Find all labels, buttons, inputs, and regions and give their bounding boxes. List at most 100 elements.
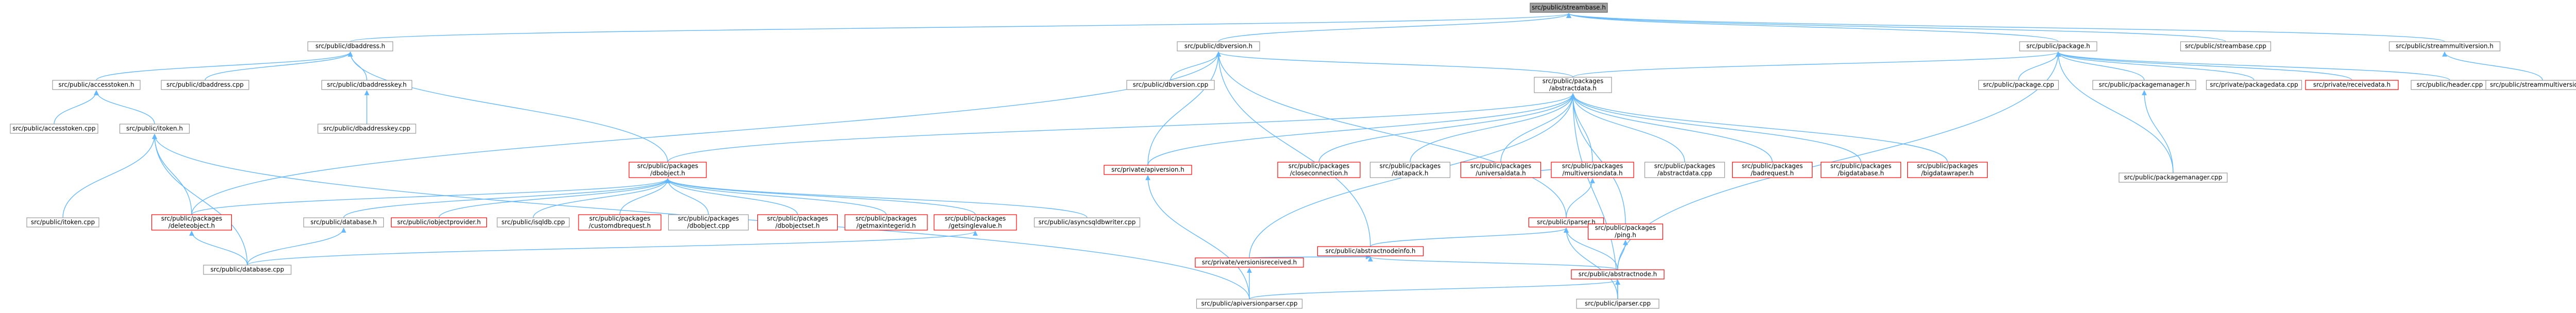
- node-accesstoken-h[interactable]: src/public/accesstoken.h: [52, 80, 141, 90]
- node-packagemanager-cpp[interactable]: src/public/packagemanager.cpp: [2119, 172, 2228, 183]
- edge-dbversion-cpp-to-dbversion-h: [1170, 51, 1221, 81]
- node-label: src/public/packages: [1470, 163, 1532, 170]
- node-label: /universaldata.h: [1476, 170, 1526, 177]
- edge-iparser-h-to-dbversion-h: [1216, 51, 1567, 218]
- edge-iobjectprovider-h-to-dbobject-h: [438, 178, 670, 218]
- edge-accesstoken-cpp-to-accesstoken-h: [54, 90, 99, 125]
- node-badrequest-h[interactable]: src/public/packages/badrequest.h: [1732, 162, 1813, 178]
- node-box: [1534, 77, 1612, 93]
- node-label: src/private/versionisreceived.h: [1202, 259, 1297, 266]
- node-itoken-h[interactable]: src/public/itoken.h: [119, 124, 190, 134]
- node-closeconnection-h[interactable]: src/public/packages/closeconnection.h: [1277, 162, 1361, 178]
- edge-abstractdata-h-to-package-h: [1572, 51, 2061, 78]
- edge-bigdatawraper-h-to-abstractdata-h: [1570, 93, 1948, 163]
- node-box: [1195, 257, 1304, 268]
- node-label: src/public/package.h: [2026, 43, 2090, 50]
- edge-dbobject-cpp-to-dbobject-h: [665, 178, 709, 215]
- node-itoken-cpp[interactable]: src/public/itoken.cpp: [26, 217, 99, 228]
- node-box: [757, 214, 838, 231]
- node-dbversion-cpp[interactable]: src/public/dbversion.cpp: [1126, 80, 1215, 90]
- node-apiversionparser-cpp[interactable]: src/public/apiversionparser.cpp: [1196, 299, 1303, 309]
- node-dbversion-h[interactable]: src/public/dbversion.h: [1177, 41, 1260, 51]
- node-abstractnodeinfo-h[interactable]: src/public/abstractnodeinfo.h: [1317, 246, 1424, 256]
- node-dbobject-h[interactable]: src/public/packages/dbobject.h: [629, 162, 707, 178]
- node-multiversiondata-h[interactable]: src/public/packages/multiversiondata.h: [1551, 162, 1634, 178]
- node-label: src/public/packagemanager.h: [2099, 81, 2190, 89]
- node-abstractdata-cpp[interactable]: src/public/packages/abstractdata.cpp: [1644, 162, 1725, 178]
- node-iparser-cpp[interactable]: src/public/iparser.cpp: [1576, 299, 1659, 309]
- node-database-cpp[interactable]: src/public/database.cpp: [203, 265, 292, 275]
- node-label: src/private/apiversion.h: [1111, 166, 1184, 173]
- node-label: src/public/packages: [1654, 163, 1716, 170]
- node-universaldata-h[interactable]: src/public/packages/universaldata.h: [1460, 162, 1541, 178]
- node-abstractdata-h[interactable]: src/public/packages/abstractdata.h: [1534, 77, 1612, 93]
- node-receivedata-h[interactable]: src/private/receivedata.h: [2305, 80, 2399, 90]
- node-dbobject-cpp[interactable]: src/public/packages/dbobject.cpp: [668, 214, 749, 231]
- node-database-h[interactable]: src/public/database.h: [303, 217, 384, 228]
- node-abstractnode-h[interactable]: src/public/abstractnode.h: [1571, 269, 1665, 280]
- node-ping-h[interactable]: src/public/packages/ping.h: [1587, 223, 1664, 240]
- node-label: src/public/accesstoken.cpp: [12, 125, 95, 132]
- node-box: [2019, 41, 2097, 51]
- node-dbaddress-cpp[interactable]: src/public/dbaddress.cpp: [161, 80, 249, 90]
- node-asyncsqldbwriter-cpp[interactable]: src/public/asyncsqldbwriter.cpp: [1033, 217, 1141, 228]
- node-label: src/public/iparser.cpp: [1585, 300, 1651, 307]
- node-label: /getsinglevalue.h: [948, 222, 1002, 230]
- edge-universaldata-h-to-abstractdata-h: [1500, 93, 1575, 163]
- node-box: [119, 124, 190, 134]
- node-dbobjectset-h[interactable]: src/public/packages/dbobjectset.h: [757, 214, 838, 231]
- node-streambase-cpp[interactable]: src/public/streambase.cpp: [2180, 41, 2272, 51]
- node-iparser-h[interactable]: src/public/iparser.h: [1528, 217, 1604, 228]
- node-iobjectprovider-h[interactable]: src/public/iobjectprovider.h: [391, 217, 487, 228]
- node-dbaddresskey-h[interactable]: src/public/dbaddresskey.h: [321, 80, 413, 90]
- node-label: /dbobject.cpp: [687, 222, 730, 230]
- node-packagemanager-h[interactable]: src/public/packagemanager.h: [2092, 80, 2196, 90]
- node-isqldb-cpp[interactable]: src/public/isqldb.cpp: [497, 217, 570, 228]
- node-box: [2388, 41, 2501, 51]
- node-versionisreceived-h[interactable]: src/private/versionisreceived.h: [1195, 257, 1304, 268]
- node-label: src/public/packages: [637, 163, 699, 170]
- node-label: src/public/header.cpp: [2417, 81, 2483, 89]
- node-datapack-h[interactable]: src/public/packages/datapack.h: [1369, 162, 1451, 178]
- node-box: [844, 214, 928, 231]
- edge-abstractnodeinfo-h-to-iparser-h: [1370, 228, 1569, 247]
- edge-abstractnode-h-to-ping-h: [1617, 240, 1628, 270]
- node-deleteobject-h[interactable]: src/public/packages/deleteobject.h: [151, 214, 232, 231]
- node-label: src/public/packages: [1742, 163, 1803, 170]
- node-accesstoken-cpp[interactable]: src/public/accesstoken.cpp: [10, 124, 98, 134]
- node-getsinglevalue-h[interactable]: src/public/packages/getsinglevalue.h: [934, 214, 1017, 231]
- node-bigdatabase-h[interactable]: src/public/packages/bigdatabase.h: [1820, 162, 1902, 178]
- edge-deleteobject-h-to-dbobject-h: [191, 178, 670, 215]
- node-apiversion-h[interactable]: src/private/apiversion.h: [1104, 165, 1192, 175]
- node-dbaddress-h[interactable]: src/public/dbaddress.h: [307, 41, 394, 51]
- edge-customdbrequest-h-to-dbobject-h: [619, 178, 670, 215]
- node-label: src/public/abstractnode.h: [1579, 271, 1657, 278]
- node-package-h[interactable]: src/public/package.h: [2019, 41, 2097, 51]
- node-streammultiversion-cpp[interactable]: src/public/streammultiversion.cpp: [2485, 80, 2576, 90]
- node-box: [1576, 299, 1659, 309]
- node-label: /dbobjectset.h: [775, 222, 820, 230]
- node-package-cpp[interactable]: src/public/package.cpp: [1978, 80, 2059, 90]
- node-header-cpp[interactable]: src/public/header.cpp: [2411, 80, 2489, 90]
- node-box: [578, 214, 662, 231]
- edge-accesstoken-h-to-dbaddress-h: [96, 51, 353, 81]
- node-label: src/public/packages: [1595, 224, 1656, 232]
- node-customdbrequest-h[interactable]: src/public/packages/customdbrequest.h: [578, 214, 662, 231]
- node-packagedata-cpp[interactable]: src/private/packagedata.cpp: [2206, 80, 2302, 90]
- node-dbaddresskey-cpp[interactable]: src/public/dbaddresskey.cpp: [317, 124, 416, 134]
- node-streammultiversion-h[interactable]: src/public/streammultiversion.h: [2388, 41, 2501, 51]
- node-getmaxintegerid-h[interactable]: src/public/packages/getmaxintegerid.h: [844, 214, 928, 231]
- edge-packagedata-cpp-to-package-h: [2056, 51, 2255, 81]
- node-label: src/public/streammultiversion.cpp: [2490, 81, 2576, 89]
- node-box: [161, 80, 249, 90]
- node-label: src/public/packages: [1289, 163, 1350, 170]
- node-label: src/public/dbaddress.h: [315, 43, 385, 50]
- node-label: src/public/itoken.cpp: [31, 219, 95, 226]
- node-label: src/public/packagemanager.cpp: [2124, 174, 2223, 181]
- node-box: [1277, 162, 1361, 178]
- node-bigdatawraper-h[interactable]: src/public/packages/bigdatawraper.h: [1907, 162, 1988, 178]
- node-streambase-h[interactable]: src/public/streambase.h: [1530, 3, 1608, 13]
- node-box: [1369, 162, 1451, 178]
- node-label: src/public/packages: [767, 215, 828, 222]
